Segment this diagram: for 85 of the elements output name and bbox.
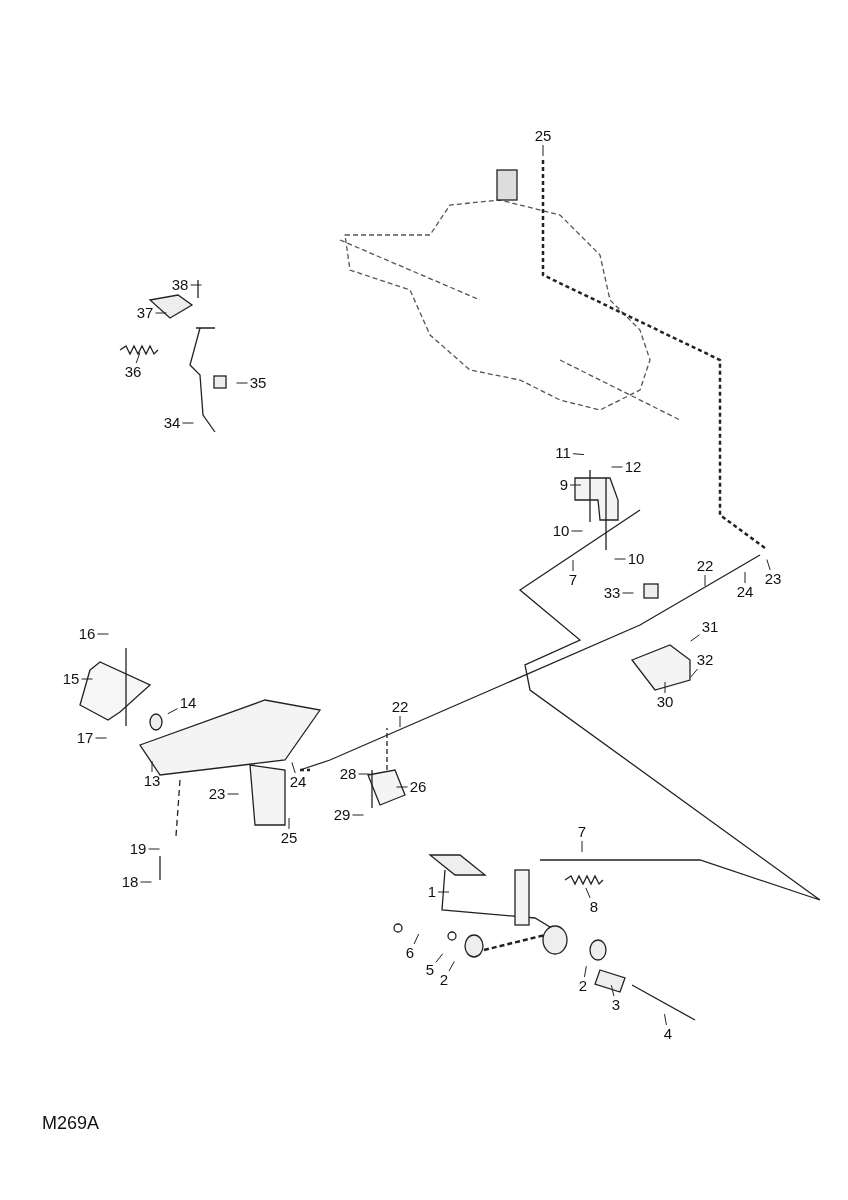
callout-number: 37: [136, 305, 154, 321]
leader-line: [182, 422, 194, 424]
leader-line: [97, 633, 109, 635]
callout-number: 19: [129, 841, 147, 857]
leader-line: [437, 891, 450, 893]
callout-number: 12: [624, 459, 642, 475]
callout-number: 9: [559, 477, 569, 493]
leader-line: [81, 678, 93, 680]
callout-number: 31: [701, 619, 719, 635]
callout-number: 7: [568, 572, 578, 588]
callout-number: 5: [425, 962, 435, 978]
leader-line: [611, 466, 623, 468]
callout-number: 35: [249, 375, 267, 391]
callout-number: 3: [611, 997, 621, 1013]
leader-line: [664, 1013, 667, 1026]
leader-line: [413, 933, 420, 945]
callout-number: 34: [163, 415, 181, 431]
callout-number: 10: [552, 523, 570, 539]
leader-line: [571, 530, 583, 532]
callout-number: 23: [208, 786, 226, 802]
callout-number: 36: [124, 364, 142, 380]
leader-line: [585, 887, 591, 899]
callout-number: 25: [534, 128, 552, 144]
leader-line: [151, 760, 153, 773]
leader-line: [664, 681, 666, 694]
callout-number: 6: [405, 945, 415, 961]
callout-number: 23: [764, 571, 782, 587]
leader-line: [766, 559, 771, 571]
leader-line: [135, 352, 141, 364]
leader-line: [690, 634, 700, 642]
callout-number: 16: [78, 626, 96, 642]
callout-number: 15: [62, 671, 80, 687]
callout-number: 2: [578, 978, 588, 994]
leader-line: [95, 737, 107, 739]
leader-line: [155, 312, 167, 314]
callout-number: 24: [736, 584, 754, 600]
callout-number: 2: [439, 972, 449, 988]
leader-line: [614, 558, 626, 560]
leader-line: [572, 453, 585, 456]
leader-line: [148, 848, 160, 850]
callout-number: 7: [577, 824, 587, 840]
callout-number: 22: [696, 558, 714, 574]
callout-number: 28: [339, 766, 357, 782]
leader-line: [399, 715, 401, 728]
callout-number: 18: [121, 874, 139, 890]
callout-number: 8: [589, 899, 599, 915]
callout-number: 17: [76, 730, 94, 746]
callout-number: 30: [656, 694, 674, 710]
leader-line: [227, 793, 239, 795]
leader-line: [704, 574, 706, 587]
callout-number: 33: [603, 585, 621, 601]
leader-line: [140, 881, 152, 883]
leader-line: [689, 668, 698, 678]
callout-number: 22: [391, 699, 409, 715]
callout-number: 11: [555, 445, 571, 461]
leader-line: [448, 960, 455, 972]
leader-line: [581, 840, 583, 853]
leader-line: [584, 965, 587, 978]
leader-line: [572, 559, 574, 572]
leader-line: [190, 284, 202, 286]
callout-number: 4: [663, 1026, 673, 1042]
callout-number: 13: [143, 773, 161, 789]
leader-line: [435, 953, 444, 963]
leader-line: [396, 786, 408, 788]
callout-number: 32: [696, 652, 714, 668]
leader-line: [744, 571, 746, 584]
leader-line: [288, 817, 290, 830]
leader-line: [352, 814, 364, 816]
callout-number: 24: [289, 774, 307, 790]
callout-number: 25: [280, 830, 298, 846]
leader-line: [610, 984, 615, 997]
drawing-number: M269A: [42, 1113, 100, 1134]
leader-line: [542, 144, 544, 157]
callout-number: 10: [627, 551, 645, 567]
leader-line: [167, 708, 178, 715]
leader-line: [291, 762, 296, 774]
leader-line: [358, 773, 370, 775]
leader-line: [622, 592, 634, 594]
callout-number: 29: [333, 807, 351, 823]
leader-line: [236, 382, 248, 384]
callout-number: 26: [409, 779, 427, 795]
callout-number: 38: [171, 277, 189, 293]
callout-number: 1: [427, 884, 437, 900]
leader-line: [569, 484, 582, 486]
callout-number: 14: [179, 695, 197, 711]
